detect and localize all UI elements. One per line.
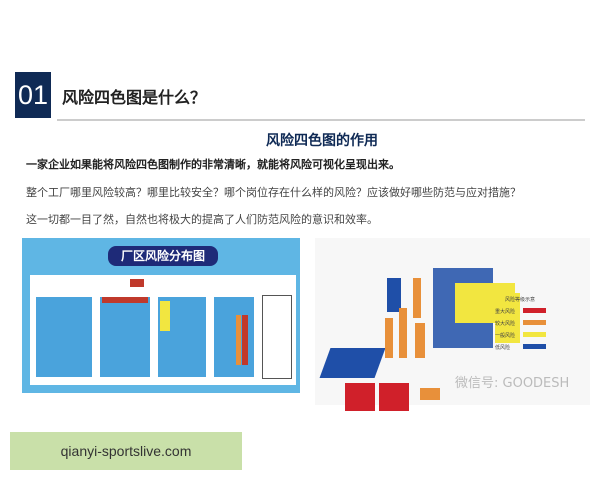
divider [57,119,585,121]
legend-label: 低风险 [495,345,511,351]
map-title: 厂区风险分布图 [108,246,218,266]
paragraph: 这一切都一目了然，自然也将极大的提高了人们防范风险的意识和效率。 [26,213,378,226]
legend-title: 风险等级示意 [505,297,536,303]
map-area [30,275,296,385]
section-title: 风险四色图是什么？ [62,88,207,107]
legend-label: 重大风险 [495,309,516,315]
legend-swatch [523,344,546,349]
watermark: 微信号: GOODESH [455,376,570,391]
paragraph: 整个工厂哪里风险较高？哪里比较安全？哪个岗位存在什么样的风险？应该做好哪些防范与… [26,186,521,199]
site-link[interactable]: qianyi-sportslive.com [10,432,242,470]
legend-swatch [523,308,546,313]
risk-level-map-image: 风险等级示意 重大风险 较大风险 一般风险 低风险 [315,238,590,411]
paragraph: 一家企业如果能将风险四色图制作的非常清晰，就能将风险可视化呈现出来。 [26,158,400,171]
legend-swatch [523,320,546,325]
factory-risk-map-image: 厂区风险分布图 [22,238,300,393]
legend-swatch [523,332,546,337]
subtitle: 风险四色图的作用 [266,133,378,149]
section-number: 01 [15,72,51,118]
legend-label: 较大风险 [495,321,516,327]
legend-label: 一般风险 [495,333,516,339]
